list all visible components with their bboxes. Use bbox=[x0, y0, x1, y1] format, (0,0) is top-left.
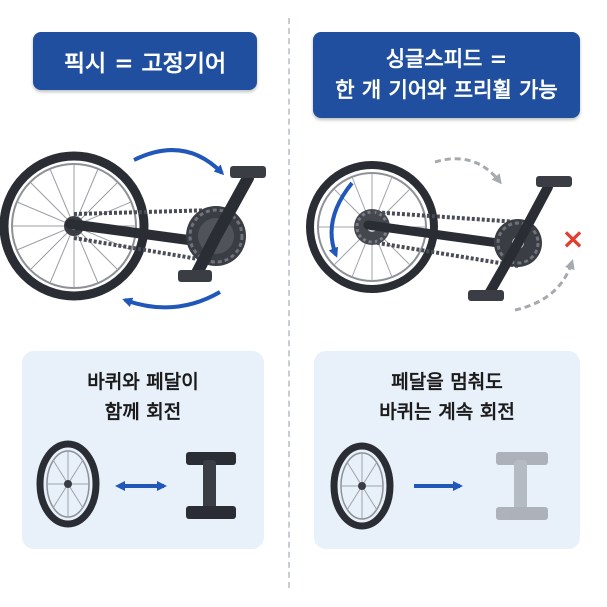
chainring-crank-icon bbox=[468, 176, 572, 301]
singlespeed-caption-line2: 바퀴는 계속 회전 bbox=[379, 401, 515, 423]
chain-icon bbox=[73, 208, 217, 264]
center-divider bbox=[288, 18, 290, 588]
faded-pedal-crank-icon bbox=[496, 452, 548, 520]
rotation-arrow-icon bbox=[133, 148, 225, 176]
dashed-rotation-arrow-icon bbox=[514, 259, 575, 312]
fixie-title-text: 픽시 = 고정기어 bbox=[63, 51, 227, 77]
singlespeed-title-line2: 한 개 기어와 프리휠 가능 bbox=[335, 78, 558, 102]
bicycle-wheel-icon bbox=[330, 442, 394, 530]
fixie-caption-line1: 바퀴와 페달이 bbox=[87, 371, 199, 393]
bicycle-wheel-icon bbox=[306, 161, 438, 293]
dashed-rotation-arrow-icon bbox=[434, 157, 502, 185]
singlespeed-caption-line1: 페달을 멈춰도 bbox=[391, 371, 503, 393]
rotation-arrow-icon bbox=[328, 181, 354, 258]
fixie-panel-illustration bbox=[36, 440, 236, 528]
fixie-caption: 바퀴와 페달이 함께 회전 bbox=[22, 367, 264, 427]
fixie-title: 픽시 = 고정기어 bbox=[33, 32, 257, 90]
rotation-arrow-icon bbox=[122, 290, 221, 310]
singlespeed-title-line1: 싱글스피드 = bbox=[385, 47, 508, 71]
singlespeed-panel-illustration bbox=[330, 442, 548, 530]
bicycle-wheel-icon bbox=[36, 440, 100, 528]
singlespeed-bike-illustration: × bbox=[306, 157, 585, 312]
fixie-caption-line2: 함께 회전 bbox=[104, 401, 182, 423]
chain-icon bbox=[371, 210, 519, 224]
singlespeed-caption: 페달을 멈춰도 바퀴는 계속 회전 bbox=[314, 367, 580, 427]
stop-x-icon: × bbox=[561, 222, 584, 255]
singlespeed-title: 싱글스피드 = 한 개 기어와 프리휠 가능 bbox=[313, 32, 580, 118]
chainring-crank-icon bbox=[178, 166, 266, 282]
pedal-crank-icon bbox=[186, 452, 236, 519]
fixie-bike-illustration bbox=[0, 148, 266, 310]
